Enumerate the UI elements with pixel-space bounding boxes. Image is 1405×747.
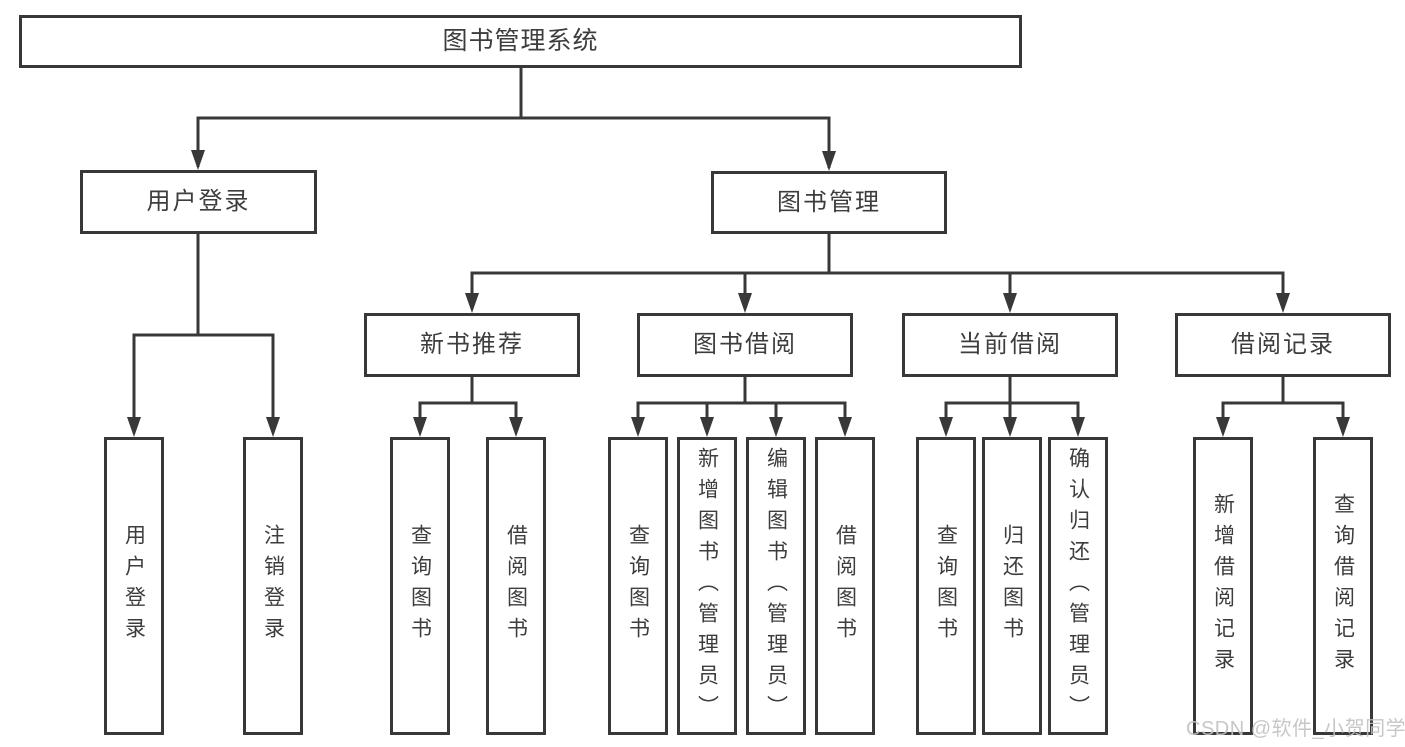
leaf-label: 借阅图书 xyxy=(504,524,528,648)
node-book-management: 图书管理 xyxy=(711,171,947,234)
leaf-label: 编辑图书（管理员） xyxy=(764,446,788,726)
leaf-label: 确认归还（管理员） xyxy=(1066,446,1090,726)
leaf-label: 查询图书 xyxy=(408,524,432,648)
leaf-label: 新增图书（管理员） xyxy=(695,446,719,726)
leaf-label: 查询借阅记录 xyxy=(1331,493,1355,679)
node-label: 图书管理系统 xyxy=(442,27,599,55)
node-label: 借阅记录 xyxy=(1231,331,1335,358)
leaf-query-books-current: 查询图书 xyxy=(916,437,976,735)
leaf-label: 用户登录 xyxy=(122,524,146,648)
leaf-add-borrow-record: 新增借阅记录 xyxy=(1193,437,1253,735)
leaf-label: 查询图书 xyxy=(934,524,958,648)
arrowhead-icons xyxy=(127,150,1350,437)
node-label: 图书管理 xyxy=(777,188,881,216)
leaf-return-books: 归还图书 xyxy=(982,437,1042,735)
node-borrowing-records: 借阅记录 xyxy=(1175,313,1391,377)
leaf-confirm-return-admin: 确认归还（管理员） xyxy=(1048,437,1108,735)
watermark: CSDN @软件_小贺同学 xyxy=(1186,718,1405,740)
leaf-label: 新增借阅记录 xyxy=(1211,493,1235,679)
leaf-label: 归还图书 xyxy=(1000,524,1024,648)
node-book-borrowing: 图书借阅 xyxy=(637,313,853,377)
node-label: 当前借阅 xyxy=(958,331,1062,358)
leaf-logout: 注销登录 xyxy=(243,437,303,735)
leaf-query-borrow-record: 查询借阅记录 xyxy=(1313,437,1373,735)
leaf-add-book-admin: 新增图书（管理员） xyxy=(677,437,737,735)
leaf-label: 注销登录 xyxy=(261,524,285,648)
leaf-borrow-books-borrow: 借阅图书 xyxy=(815,437,875,735)
leaf-borrow-books-recommend: 借阅图书 xyxy=(486,437,546,735)
node-current-borrowing: 当前借阅 xyxy=(902,313,1118,377)
leaf-edit-book-admin: 编辑图书（管理员） xyxy=(746,437,806,735)
node-label: 用户登录 xyxy=(146,188,251,215)
node-user-login: 用户登录 xyxy=(80,170,317,234)
leaf-user-login: 用户登录 xyxy=(104,437,164,735)
leaf-label: 查询图书 xyxy=(626,524,650,648)
leaf-query-books-recommend: 查询图书 xyxy=(390,437,450,735)
leaf-label: 借阅图书 xyxy=(833,524,857,648)
connector-elbows xyxy=(132,68,1345,433)
node-new-book-recommendation: 新书推荐 xyxy=(364,313,580,377)
node-label: 图书借阅 xyxy=(693,331,797,358)
node-label: 新书推荐 xyxy=(420,331,524,358)
leaf-query-books-borrow: 查询图书 xyxy=(608,437,668,735)
node-library-management-system: 图书管理系统 xyxy=(19,15,1022,68)
